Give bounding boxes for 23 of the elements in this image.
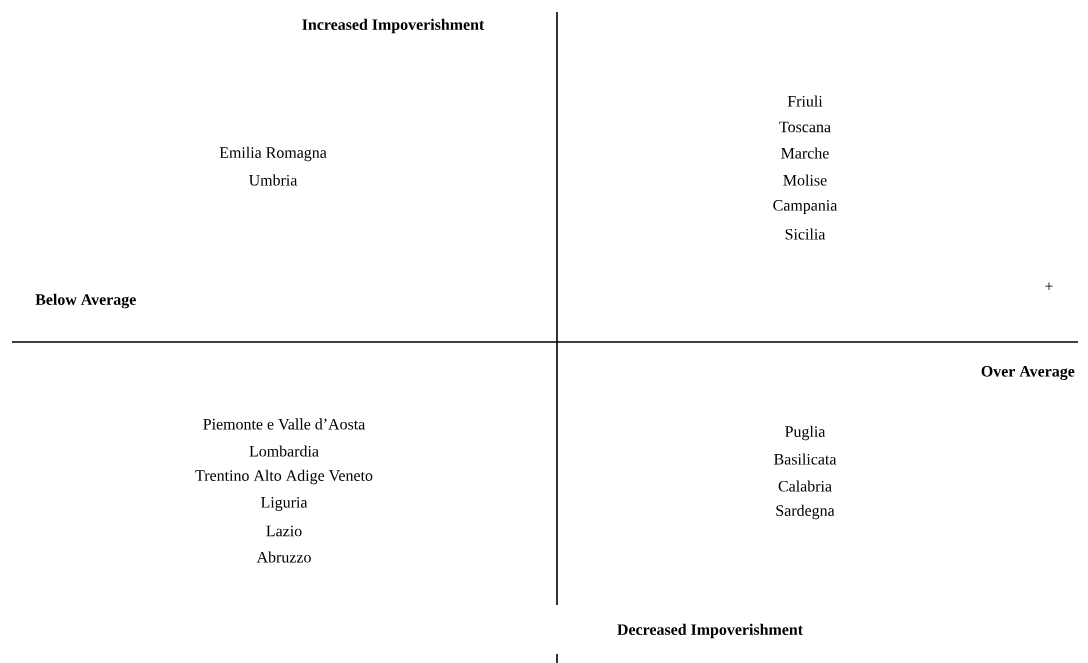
region-name: Piemonte e Valle d’Aosta [203, 418, 366, 430]
region-name: Calabria [778, 480, 832, 492]
region-name: Molise [783, 174, 827, 186]
region-name: Umbria [249, 174, 298, 186]
axis-label: Below Average [35, 293, 136, 309]
axis-label: Increased Impoverishment [302, 18, 485, 34]
region-name: Puglia [785, 425, 826, 441]
axis-label: Over Average [981, 365, 1075, 381]
region-name: Marche [781, 147, 829, 159]
region-name: Friuli [787, 95, 823, 107]
region-name: Liguria [261, 497, 308, 511]
axis-label: Decreased Impoverishment [617, 623, 803, 639]
region-name: Sicilia [785, 228, 826, 240]
region-name: Sardegna [776, 504, 835, 520]
region-name: Toscana [779, 121, 831, 133]
region-name: Abruzzo [256, 551, 311, 563]
region-name: Campania [773, 200, 838, 214]
region-name: Lombardia [249, 445, 319, 457]
region-name: Emilia Romagna [219, 146, 327, 162]
region-name: Basilicata [774, 453, 837, 465]
region-name: Trentino Alto Adige Veneto [195, 469, 373, 485]
plus-sign: + [1045, 282, 1053, 290]
region-name: Lazio [266, 525, 302, 537]
